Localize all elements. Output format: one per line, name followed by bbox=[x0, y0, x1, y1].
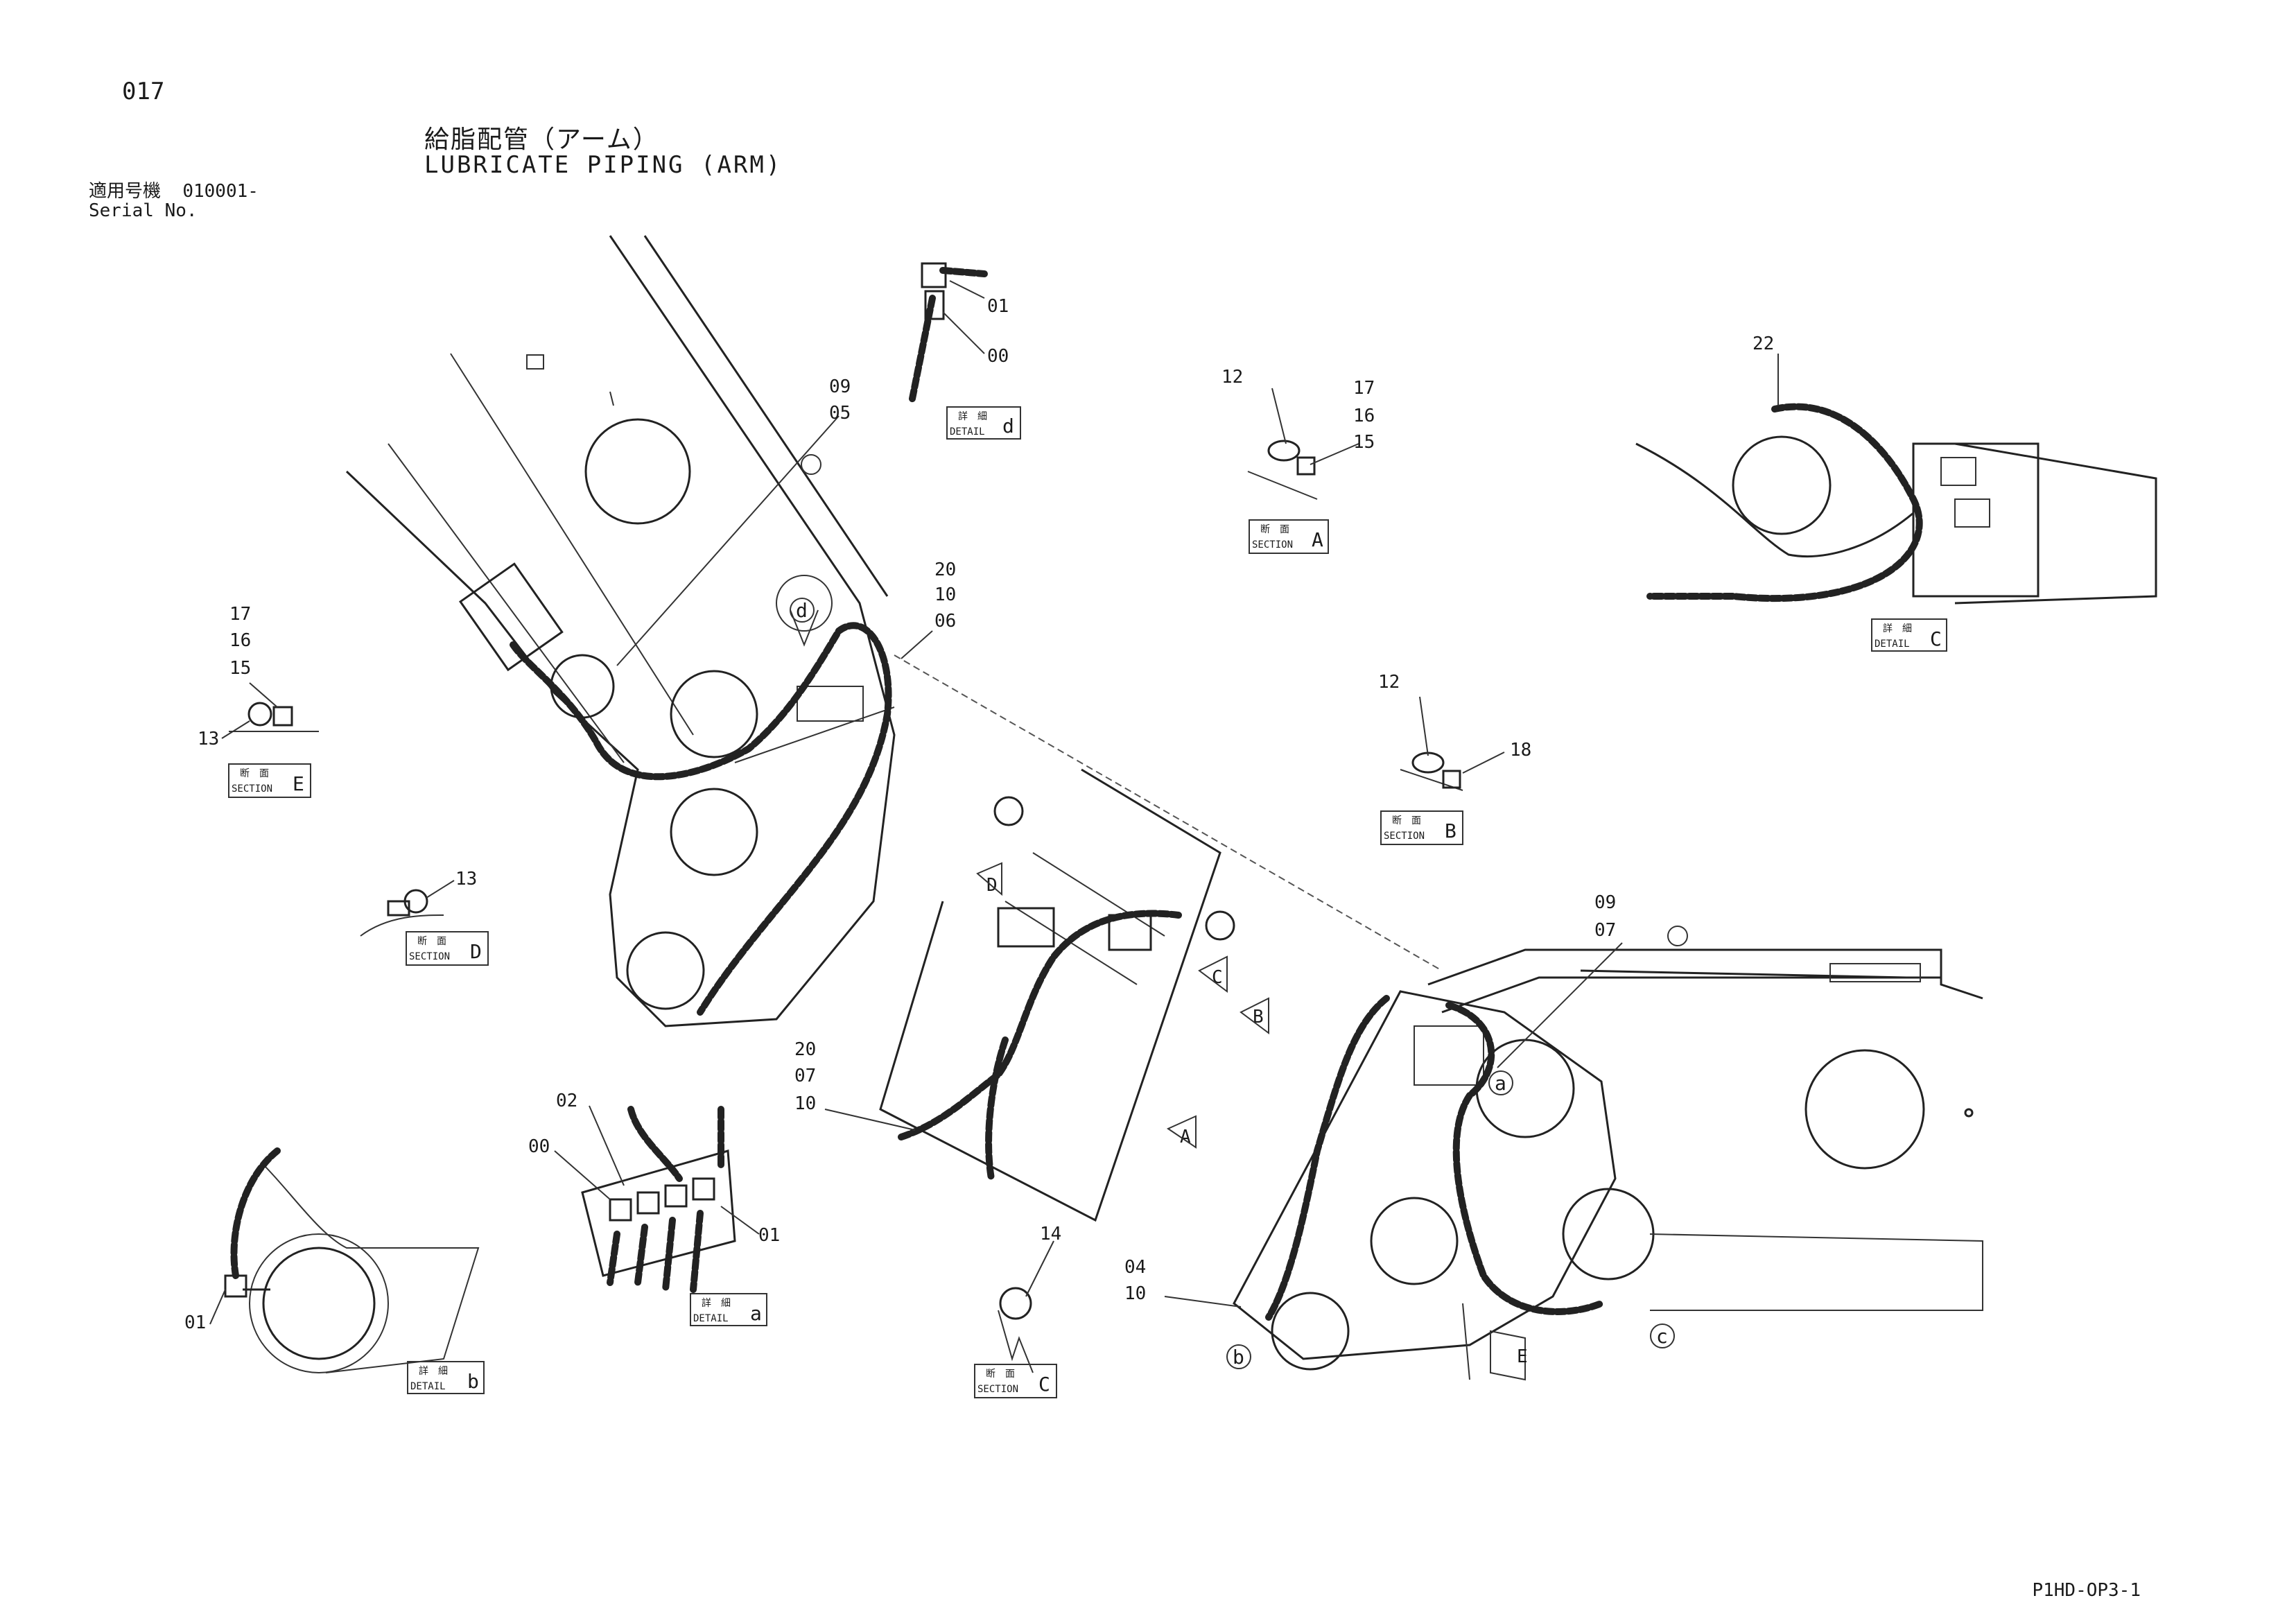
view-marker-c: c bbox=[1656, 1325, 1668, 1348]
detail-d-box: 詳 細 DETAIL d bbox=[946, 406, 1021, 440]
detail-b-box: 詳 細 DETAIL b bbox=[407, 1361, 485, 1394]
middle-assembly: D C B A bbox=[879, 768, 1269, 1222]
detail-d-letter: d bbox=[1002, 415, 1014, 437]
section-a-box: 断 面 SECTION A bbox=[1249, 519, 1329, 554]
view-marker-a: a bbox=[1495, 1072, 1506, 1095]
section-d-letter: D bbox=[470, 940, 482, 963]
callout-10-middle: 10 bbox=[794, 1093, 816, 1114]
section-e-letter: E bbox=[293, 772, 304, 795]
svg-text:詳 細: 詳 細 bbox=[702, 1298, 731, 1309]
svg-text:SECTION: SECTION bbox=[1384, 831, 1425, 842]
svg-text:SECTION: SECTION bbox=[977, 1384, 1018, 1395]
callout-13-section-e: 13 bbox=[198, 729, 219, 749]
serial-label-jp: 適用号機 010001- bbox=[89, 181, 259, 202]
callout-16-section-e: 16 bbox=[229, 630, 251, 651]
serial-label-en: Serial No. bbox=[89, 200, 198, 221]
callout-15-section-a: 15 bbox=[1353, 432, 1375, 453]
link-line bbox=[894, 654, 1443, 971]
svg-text:詳 細: 詳 細 bbox=[958, 411, 987, 422]
callout-05-top: 05 bbox=[829, 403, 851, 424]
section-b-figure bbox=[1400, 752, 1463, 791]
svg-text:断 面: 断 面 bbox=[986, 1369, 1015, 1380]
right-arm-assembly: E bbox=[1233, 926, 1983, 1381]
callout-07-right: 07 bbox=[1594, 920, 1616, 941]
detail-c-figure bbox=[1635, 403, 2157, 605]
svg-text:断 面: 断 面 bbox=[417, 936, 446, 947]
detail-a-letter: a bbox=[750, 1302, 762, 1325]
section-b-letter: B bbox=[1445, 819, 1456, 842]
svg-text:SECTION: SECTION bbox=[1252, 539, 1293, 550]
callout-20-middle: 20 bbox=[794, 1039, 816, 1060]
view-marker-E: E bbox=[1517, 1346, 1528, 1367]
detail-d-figure bbox=[908, 262, 988, 406]
section-c-box: 断 面 SECTION C bbox=[974, 1364, 1057, 1398]
view-marker-d: d bbox=[796, 599, 808, 622]
marker-circles: d a b c bbox=[790, 598, 1675, 1369]
left-arm-assembly bbox=[345, 235, 896, 1027]
section-e-figure bbox=[229, 702, 319, 732]
section-d-box: 断 面 SECTION D bbox=[406, 931, 489, 966]
callout-01-detail-a: 01 bbox=[758, 1225, 780, 1246]
title-japanese: 給脂配管（アーム） bbox=[424, 125, 659, 154]
section-c-letter: C bbox=[1038, 1373, 1050, 1396]
callout-01-detail-b: 01 bbox=[184, 1312, 206, 1333]
callout-numbers: 01 00 09 05 20 10 06 12 17 16 15 22 17 1… bbox=[184, 296, 1774, 1333]
detail-b-figure bbox=[224, 1147, 480, 1373]
section-a-figure bbox=[1247, 440, 1318, 500]
detail-c-letter: C bbox=[1930, 627, 1942, 650]
svg-text:詳 細: 詳 細 bbox=[1883, 623, 1912, 634]
callout-16-section-a: 16 bbox=[1353, 406, 1375, 426]
svg-text:断 面: 断 面 bbox=[1260, 524, 1289, 535]
svg-text:DETAIL: DETAIL bbox=[693, 1313, 729, 1324]
svg-text:SECTION: SECTION bbox=[409, 951, 450, 962]
detail-a-box: 詳 細 DETAIL a bbox=[690, 1293, 767, 1326]
callout-02-detail-a: 02 bbox=[556, 1091, 577, 1111]
callout-22-detail-c: 22 bbox=[1753, 333, 1774, 354]
section-e-box: 断 面 SECTION E bbox=[228, 763, 311, 798]
section-d-figure bbox=[360, 889, 444, 937]
callout-10-top: 10 bbox=[934, 584, 956, 605]
callout-06-top: 06 bbox=[934, 611, 956, 632]
callout-00-detail-d: 00 bbox=[987, 346, 1009, 367]
callout-04-right: 04 bbox=[1124, 1257, 1146, 1278]
section-a-letter: A bbox=[1312, 528, 1323, 551]
callout-18-section-b: 18 bbox=[1510, 740, 1531, 761]
callout-14-section-c: 14 bbox=[1040, 1224, 1061, 1244]
title-english: LUBRICATE PIPING (ARM) bbox=[424, 151, 783, 179]
callout-13-section-d: 13 bbox=[455, 869, 477, 889]
callout-12-section-b: 12 bbox=[1378, 672, 1400, 693]
svg-text:断 面: 断 面 bbox=[1392, 815, 1421, 826]
callout-17-section-a: 17 bbox=[1353, 378, 1375, 399]
drawing-code: P1HD-OP3-1 bbox=[2032, 1580, 2141, 1601]
callout-01-detail-d: 01 bbox=[987, 296, 1009, 317]
svg-text:DETAIL: DETAIL bbox=[1875, 639, 1910, 650]
callout-09-top: 09 bbox=[829, 376, 851, 397]
callout-10-right: 10 bbox=[1124, 1283, 1146, 1304]
section-b-box: 断 面 SECTION B bbox=[1380, 810, 1463, 845]
page-number: 017 bbox=[122, 78, 165, 105]
view-marker-b: b bbox=[1233, 1346, 1244, 1369]
svg-text:DETAIL: DETAIL bbox=[410, 1381, 446, 1392]
svg-text:SECTION: SECTION bbox=[232, 783, 272, 795]
leader-lines bbox=[209, 280, 1779, 1325]
callout-00-detail-a: 00 bbox=[528, 1136, 550, 1157]
svg-text:詳 細: 詳 細 bbox=[419, 1366, 448, 1377]
detail-a-figure bbox=[581, 1106, 736, 1293]
svg-text:DETAIL: DETAIL bbox=[950, 426, 985, 437]
svg-text:断 面: 断 面 bbox=[240, 768, 269, 779]
callout-12-section-a: 12 bbox=[1221, 367, 1243, 388]
callout-15-section-e: 15 bbox=[229, 658, 251, 679]
label-boxes: 詳 細 DETAIL d 断 面 SECTION A 詳 細 DETAIL C … bbox=[228, 406, 1947, 1398]
detail-c-box: 詳 細 DETAIL C bbox=[1871, 618, 1947, 652]
serial-block: 適用号機 010001- Serial No. bbox=[89, 182, 259, 220]
detail-b-letter: b bbox=[467, 1370, 479, 1393]
callout-17-section-e: 17 bbox=[229, 604, 251, 625]
callout-07-middle: 07 bbox=[794, 1066, 816, 1086]
section-c-figure bbox=[998, 1287, 1034, 1373]
serial-value: 010001- bbox=[182, 181, 259, 202]
callout-20-top: 20 bbox=[934, 559, 956, 580]
callout-09-right: 09 bbox=[1594, 892, 1616, 913]
